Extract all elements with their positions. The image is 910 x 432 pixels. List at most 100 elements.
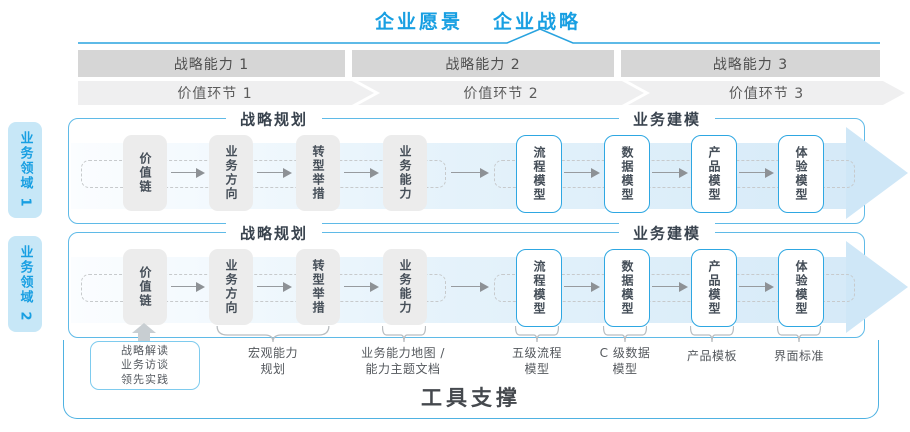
box-product-model: 产品模型 [691,135,737,213]
note-product-template: 产品模板 [687,349,737,365]
box-value-chain: 价值链 [123,135,167,211]
box-label: 业务方向 [224,145,238,201]
flow-arrowhead-icon [846,127,908,219]
box-transformation-initiatives: 转型举措 [296,249,340,325]
value-chevron-3: 价值环节 3 [628,81,905,105]
brace-icon [690,326,734,342]
arrow-right-icon [451,282,489,292]
box-business-capability: 业务能力 [383,249,427,325]
arrow-right-icon [344,282,379,292]
arrow-right-icon [564,282,600,292]
domain-text: 业务领域 1 [17,131,33,209]
box-label: 价值链 [138,152,152,194]
capability-segment-1: 战略能力 1 [78,50,345,77]
note-line: 五级流程 [511,346,563,360]
note-line: 规划 [260,361,286,376]
dashed-group-modeling [494,274,855,302]
box-label: 价值链 [138,266,152,308]
box-process-model: 流程模型 [516,135,562,213]
flow-row-domain-2: 战略规划 业务建模 价值链 业务方向 转型举措 业务能力 流程模型 数据模型 产… [68,222,908,338]
value-chevron-1: 价值环节 1 [78,81,374,105]
flow-row-domain-1: 战略规划 业务建模 价值链 业务方向 转型举措 业务能力 流程模型 数据模型 产… [68,108,908,224]
brace-icon [216,326,330,342]
box-label: 转型举措 [311,259,325,315]
box-label: 产品模型 [707,146,721,202]
modeling-header: 业务建模 [618,222,716,244]
brace-icon [777,326,821,342]
arrow-up-stem [138,332,150,342]
box-label: 流程模型 [532,260,546,316]
tool-support-container: 工具支撑 [63,340,879,419]
value-label: 价值环节 2 [463,86,539,102]
box-label: 业务方向 [224,259,238,315]
box-label: 转型举措 [311,145,325,201]
box-label: 业务能力 [398,259,412,315]
tool-support-title: 工具支撑 [421,386,521,410]
note-line: 产品模板 [686,349,738,363]
planning-header: 战略规划 [225,222,323,244]
box-label: 体验模型 [794,146,808,202]
note-line: C 级数据 [599,346,651,360]
capability-segment-2: 战略能力 2 [352,50,614,77]
note-ui-standard: 界面标准 [774,349,824,365]
arrow-right-icon [451,168,489,178]
box-data-model: 数据模型 [604,135,650,213]
strategy-inputs-box: 战略解读 业务访谈 领先实践 [90,341,200,390]
arrow-right-icon [739,168,774,178]
arrow-right-icon [257,168,292,178]
box-label: 产品模型 [707,260,721,316]
box-label: 数据模型 [620,146,634,202]
value-label: 价值环节 3 [728,86,805,102]
capability-label: 战略能力 3 [712,56,789,73]
brace-icon [382,326,426,342]
arrow-right-icon [344,168,379,178]
note-line: 模型 [612,361,638,376]
box-label: 流程模型 [532,146,546,202]
enterprise-vision-title: 企业愿景 [374,11,463,33]
arrow-right-icon [652,282,688,292]
note-line: 模型 [524,361,550,376]
box-process-model: 流程模型 [516,249,562,327]
enterprise-strategy-title: 企业战略 [493,11,582,33]
input-line: 领先实践 [121,372,169,386]
box-label: 业务能力 [398,145,412,201]
capability-segment-3: 战略能力 3 [621,50,880,77]
capability-label: 战略能力 1 [173,56,250,73]
box-data-model: 数据模型 [604,249,650,327]
box-experience-model: 体验模型 [778,249,824,327]
box-experience-model: 体验模型 [778,135,824,213]
input-line: 业务访谈 [121,358,169,372]
arrow-up-icon [132,323,156,333]
domain-label-2: 业务领域 2 [8,236,42,332]
planning-header: 战略规划 [225,108,323,130]
box-product-model: 产品模型 [691,249,737,327]
arrow-right-icon [652,168,688,178]
note-c-level-data-model: C 级数据 模型 [600,346,651,378]
flow-arrowhead-icon [846,241,908,333]
arrow-right-icon [564,168,600,178]
note-macro-capability-planning: 宏观能力 规划 [248,346,298,378]
box-value-chain: 价值链 [123,249,167,325]
box-business-direction: 业务方向 [209,135,253,211]
note-l5-process-model: 五级流程 模型 [512,346,562,378]
box-business-capability: 业务能力 [383,135,427,211]
note-capability-map: 业务能力地图 / 能力主题文档 [361,346,445,378]
brace-icon [515,326,559,342]
note-line: 业务能力地图 / [361,346,445,360]
capability-label: 战略能力 2 [445,56,521,73]
box-business-direction: 业务方向 [209,249,253,325]
box-label: 体验模型 [794,260,808,316]
arrow-right-icon [257,282,292,292]
dashed-group-planning [81,160,446,188]
value-chevron-2: 价值环节 2 [358,81,644,105]
arrow-right-icon [171,282,205,292]
input-line: 战略解读 [121,344,169,358]
dashed-group-planning [81,274,446,302]
value-label: 价值环节 1 [177,86,253,102]
domain-label-1: 业务领域 1 [8,122,42,218]
domain-text: 业务领域 2 [17,245,33,323]
dashed-group-modeling [494,160,855,188]
box-label: 数据模型 [620,260,634,316]
note-line: 界面标准 [773,349,825,363]
